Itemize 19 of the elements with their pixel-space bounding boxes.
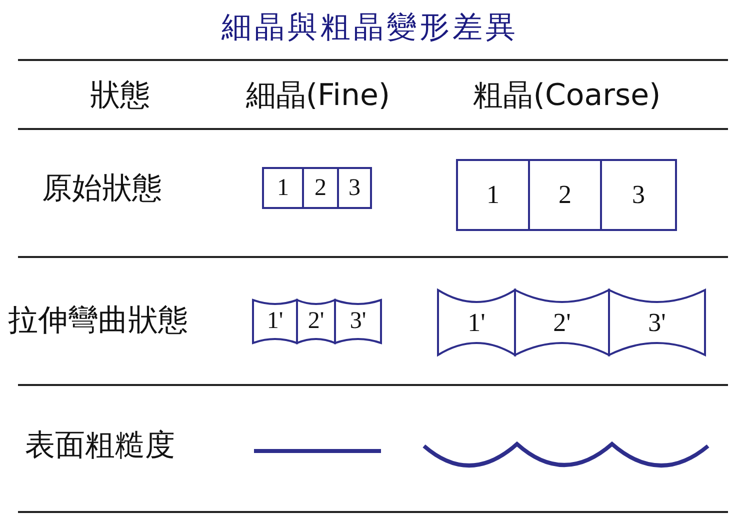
header-text: 狀態	[90, 81, 150, 111]
grain-cell: 1'	[253, 300, 297, 343]
grain-cell: 3	[601, 160, 676, 230]
grain-cell: 3'	[335, 300, 381, 343]
grain-cell: 2	[529, 160, 601, 230]
grain-cell: 3	[338, 168, 371, 208]
grain-cell: 1'	[438, 290, 515, 355]
header-text: 粗晶(Coarse)	[473, 81, 661, 111]
grain-cell: 2	[303, 168, 338, 208]
grain-cell: 2'	[515, 290, 609, 355]
row-label: 拉伸彎曲狀態	[8, 306, 188, 336]
header-text: 細晶(Fine)	[246, 81, 390, 111]
grain-cell: 2'	[297, 300, 335, 343]
grain-cell: 3'	[609, 290, 705, 355]
grain-cell: 1	[263, 168, 303, 208]
row-label: 表面粗糙度	[25, 431, 175, 461]
grain-cell: 1	[457, 160, 529, 230]
title: 細晶與粗晶變形差異	[220, 10, 520, 46]
row-label: 原始狀態	[42, 174, 162, 204]
